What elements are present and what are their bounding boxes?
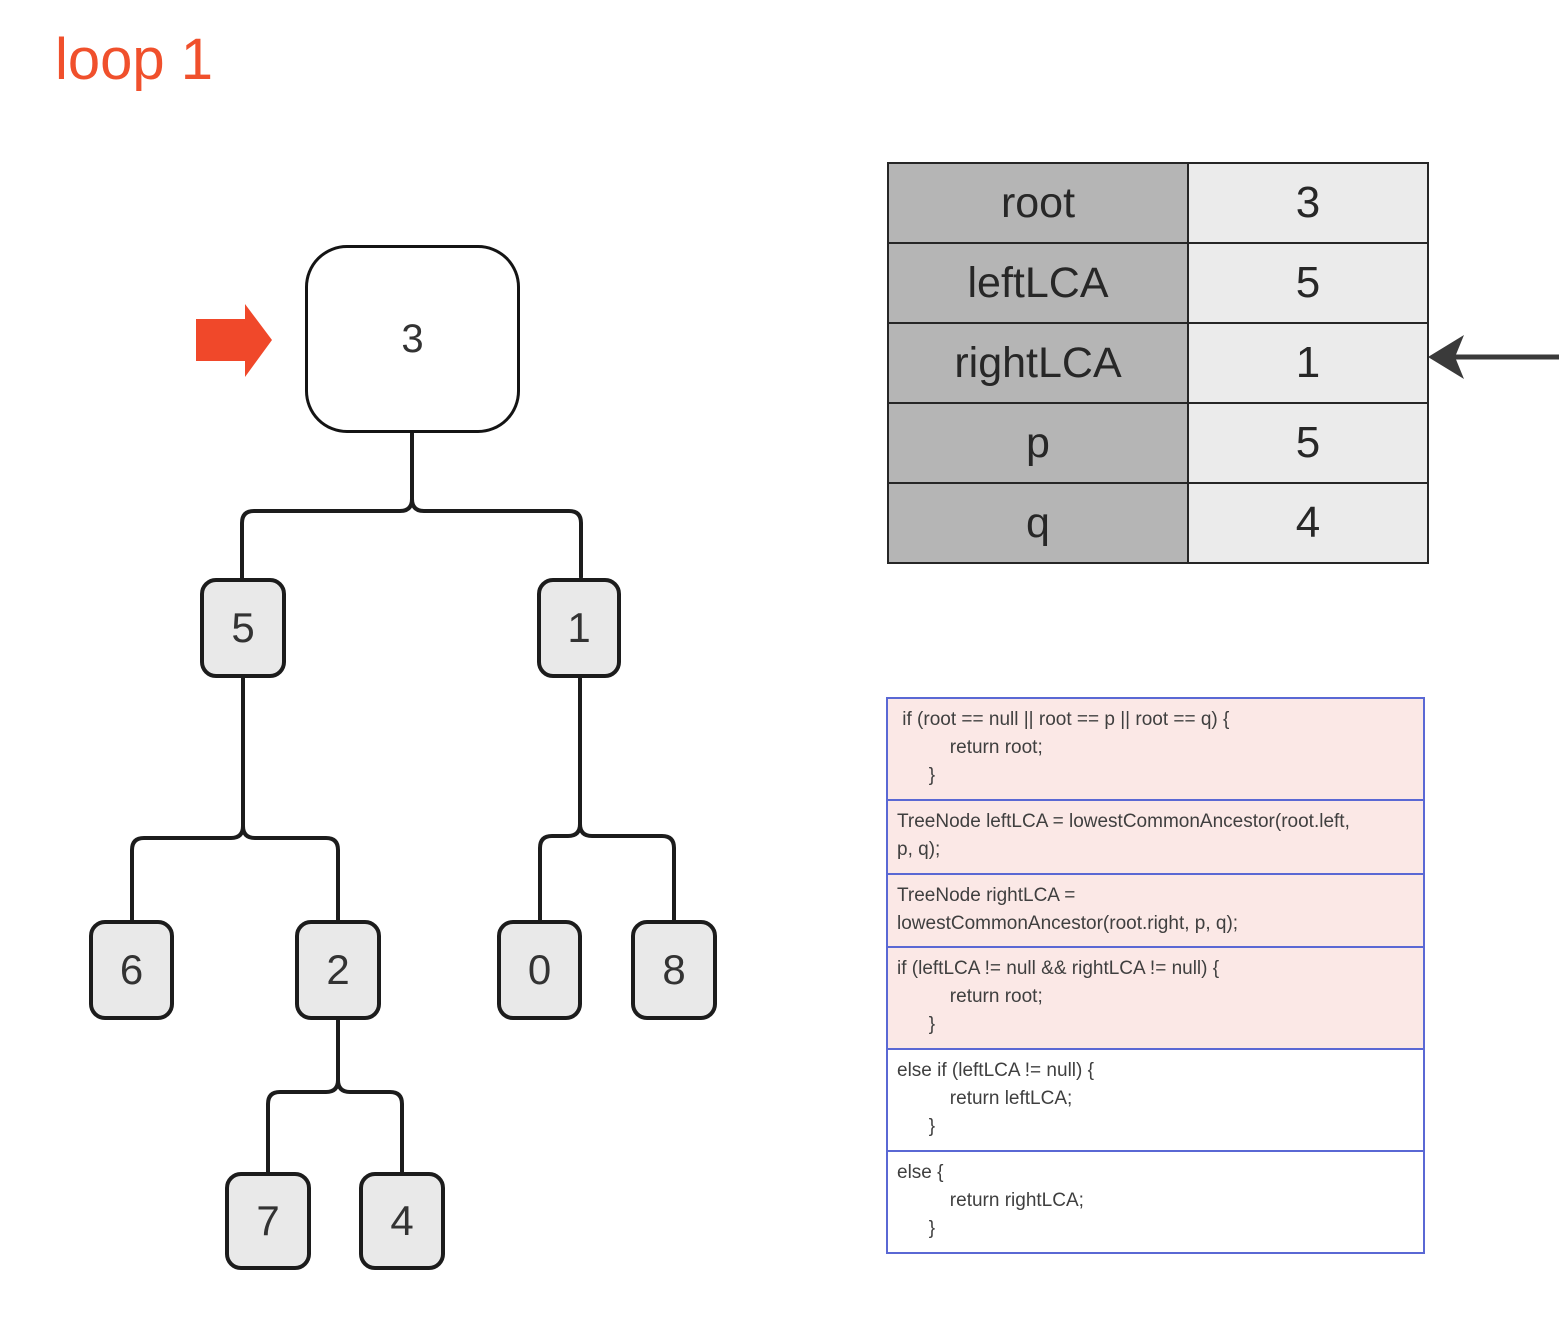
variable-value-cell: 4	[1187, 482, 1429, 564]
tree-node-value: 7	[256, 1197, 280, 1244]
tree-node-root: 3	[305, 245, 520, 433]
tree-node-value: 3	[401, 316, 424, 361]
tree-node-value: 0	[527, 946, 552, 993]
table-row-q: q 4	[887, 482, 1429, 564]
variable-value-cell: 5	[1187, 242, 1429, 324]
table-pointer-arrow-icon	[1428, 335, 1559, 379]
tree-node-value: 4	[390, 1197, 414, 1244]
edge-1-0	[538, 677, 582, 922]
variable-value-cell: 3	[1187, 162, 1429, 244]
table-row-rightlca: rightLCA 1	[887, 322, 1429, 404]
code-section-left-not-null: else if (leftLCA != null) { return leftL…	[886, 1048, 1425, 1152]
code-section-rightlca-call: TreeNode rightLCA = lowestCommonAncestor…	[886, 872, 1425, 949]
tree-node-4: 4	[359, 1172, 445, 1270]
code-section-else-right: else { return rightLCA; }	[886, 1149, 1425, 1254]
tree-node-value: 6	[119, 946, 144, 993]
table-row-root: root 3	[887, 162, 1429, 244]
edge-2-4	[336, 1019, 404, 1174]
tree-node-value: 8	[662, 946, 686, 993]
code-block: if (root == null || root == p || root ==…	[886, 697, 1425, 1254]
tree-node-6: 6	[89, 920, 174, 1020]
variable-value-cell: 5	[1187, 402, 1429, 484]
edge-3-1	[410, 432, 583, 579]
edge-3-5	[240, 432, 414, 580]
edge-5-2	[241, 677, 340, 922]
variable-name-cell: rightLCA	[887, 322, 1189, 404]
code-section-leftlca-call: TreeNode leftLCA = lowestCommonAncestor(…	[886, 798, 1425, 875]
variable-name-cell: root	[887, 162, 1189, 244]
table-row-leftlca: leftLCA 5	[887, 242, 1429, 324]
variable-name-cell: q	[887, 482, 1189, 564]
tree-node-5: 5	[200, 578, 286, 678]
variable-name-cell: leftLCA	[887, 242, 1189, 324]
edge-1-8	[578, 677, 676, 922]
tree-node-0: 0	[497, 920, 582, 1020]
tree-node-7: 7	[225, 1172, 311, 1270]
tree-node-value: 5	[231, 604, 255, 651]
tree-node-2: 2	[295, 920, 381, 1020]
edge-2-7	[266, 1019, 340, 1174]
tree-node-8: 8	[631, 920, 717, 1020]
edge-5-6	[130, 677, 245, 922]
tree-node-value: 1	[567, 604, 591, 651]
code-section-both-not-null: if (leftLCA != null && rightLCA != null)…	[886, 946, 1425, 1051]
page-title: loop 1	[55, 27, 214, 92]
variable-name-cell: p	[887, 402, 1189, 484]
code-section-base-case: if (root == null || root == p || root ==…	[886, 697, 1425, 801]
tree-node-value: 2	[326, 946, 350, 993]
current-node-arrow-icon	[196, 304, 272, 377]
tree-node-1: 1	[537, 578, 621, 678]
variables-table: root 3 leftLCA 5 rightLCA 1 p 5 q 4	[887, 162, 1429, 564]
variable-value-cell: 1	[1187, 322, 1429, 404]
table-row-p: p 5	[887, 402, 1429, 484]
